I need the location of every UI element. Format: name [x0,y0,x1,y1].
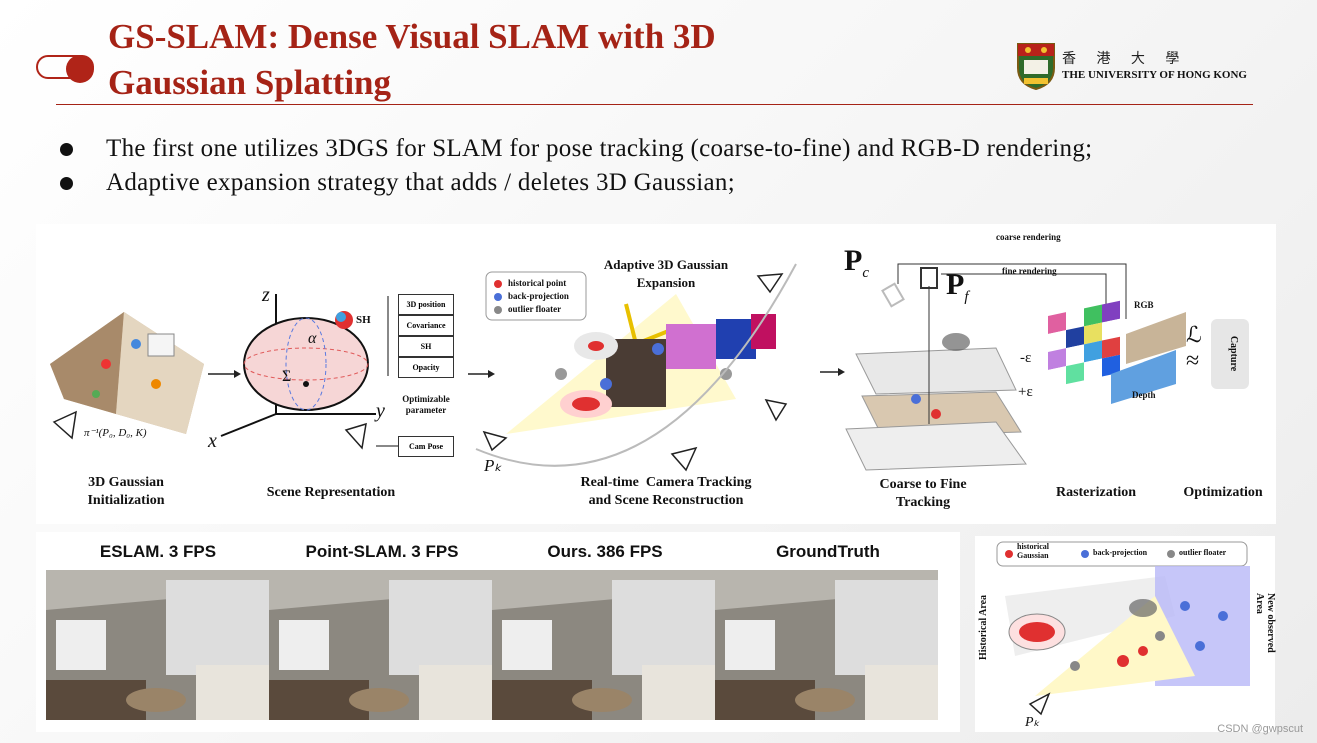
capture-button: Capture [1228,335,1240,372]
rgb-label: RGB [1134,300,1154,310]
legend-backproj: back-projection [508,291,569,301]
sh-label: SH [356,314,371,326]
slide-title: GS-SLAM: Dense Visual SLAM with 3D Gauss… [108,17,716,102]
axis-y: y [376,400,385,422]
eps-plus: +ε [1018,384,1033,400]
detail-legend-historical: historical Gaussian [1017,542,1049,560]
fine-rendering-label: fine rendering [1002,266,1057,276]
sigma-symbol: Σ [282,368,292,385]
alpha-symbol: α [308,330,317,347]
eps-minus: -ε [1020,350,1032,366]
param-box: 3D position [398,294,454,315]
stage-raster-label: Rasterization [1055,485,1137,500]
legend-outlier: outlier floater [508,304,562,314]
pf-label: Pf [946,268,969,305]
legend-historical: historical point [508,278,567,288]
pipeline-figure: π⁻¹(P₀, D₀, K) 3D Gaussian Initializatio… [36,224,1276,524]
render-pointslam [269,570,492,720]
crest-icon [1017,43,1055,91]
depth-label: Depth [1132,390,1156,400]
detail-pk-label: Pₖ [1025,715,1040,730]
cam-pose-box: Cam Pose [398,436,454,457]
expansion-detail-figure: historical Gaussian back-projection outl… [975,536,1276,732]
axis-x: x [208,430,217,452]
historical-area-label: Historical Area [978,594,990,661]
loss-symbol: ℒ [1186,322,1202,347]
param-box: Opacity [398,357,454,378]
coarse-rendering-label: coarse rendering [996,232,1061,242]
render-ours [492,570,715,720]
expansion-label: Adaptive 3D Gaussian Expansion [603,257,729,290]
expansion-detail-diagram [996,541,1250,716]
render-eslam [46,570,269,720]
bullet-list: The first one utilizes 3DGS for SLAM for… [60,132,1300,200]
bullet-text: The first one utilizes 3DGS for SLAM for… [106,135,1093,162]
title-toggle-decoration [36,55,94,83]
new-area-label: New observed Area [1254,593,1276,653]
panel-title-ours: Ours. 386 FPS [547,542,663,561]
bullet-dot-icon [60,142,73,156]
detail-legend-outlier: outlier floater [1179,548,1227,557]
hku-logo: 香 港 大 學 THE UNIVERSITY OF HONG KONG [1016,42,1254,92]
comparison-figure: ESLAM. 3 FPS Point-SLAM. 3 FPS Ours. 386… [36,532,960,732]
optimizable-label: Optimizable parameter [402,394,450,415]
bullet-text: Adaptive expansion strategy that adds / … [106,169,735,196]
bullet-dot-icon [60,176,73,190]
pk-label: Pₖ [484,456,502,475]
panel-title-groundtruth: GroundTruth [776,542,880,561]
stage-coarse-label: Coarse to Fine Tracking [879,477,967,510]
approx-symbol: ≈ [1186,348,1200,374]
logo-en: THE UNIVERSITY OF HONG KONG [1062,69,1247,81]
pc-label: Pc [844,244,869,281]
bullet-item: The first one utilizes 3DGS for SLAM for… [60,132,1300,166]
stage-init-label: 3D Gaussian Initialization [87,475,165,508]
logo-cn: 香 港 大 學 [1062,51,1188,67]
stage-scene-label: Scene Representation [266,485,396,500]
panel-title-pointslam: Point-SLAM. 3 FPS [305,542,459,561]
panel-title-eslam: ESLAM. 3 FPS [99,542,217,561]
axis-z: z [262,284,270,306]
render-groundtruth [715,570,938,720]
title-divider [56,104,1253,105]
pinv-label: π⁻¹(P₀, D₀, K) [84,427,147,439]
param-box: Covariance [398,315,454,336]
bullet-item: Adaptive expansion strategy that adds / … [60,166,1300,200]
stage-tracking-label: Real-time Camera Tracking and Scene Reco… [580,475,752,508]
watermark: CSDN @gwpscut [1217,723,1303,735]
pipeline-diagram [50,263,1249,472]
detail-legend-backproj: back-projection [1093,548,1148,557]
param-box: SH [398,336,454,357]
stage-opt-label: Optimization [1183,485,1263,500]
